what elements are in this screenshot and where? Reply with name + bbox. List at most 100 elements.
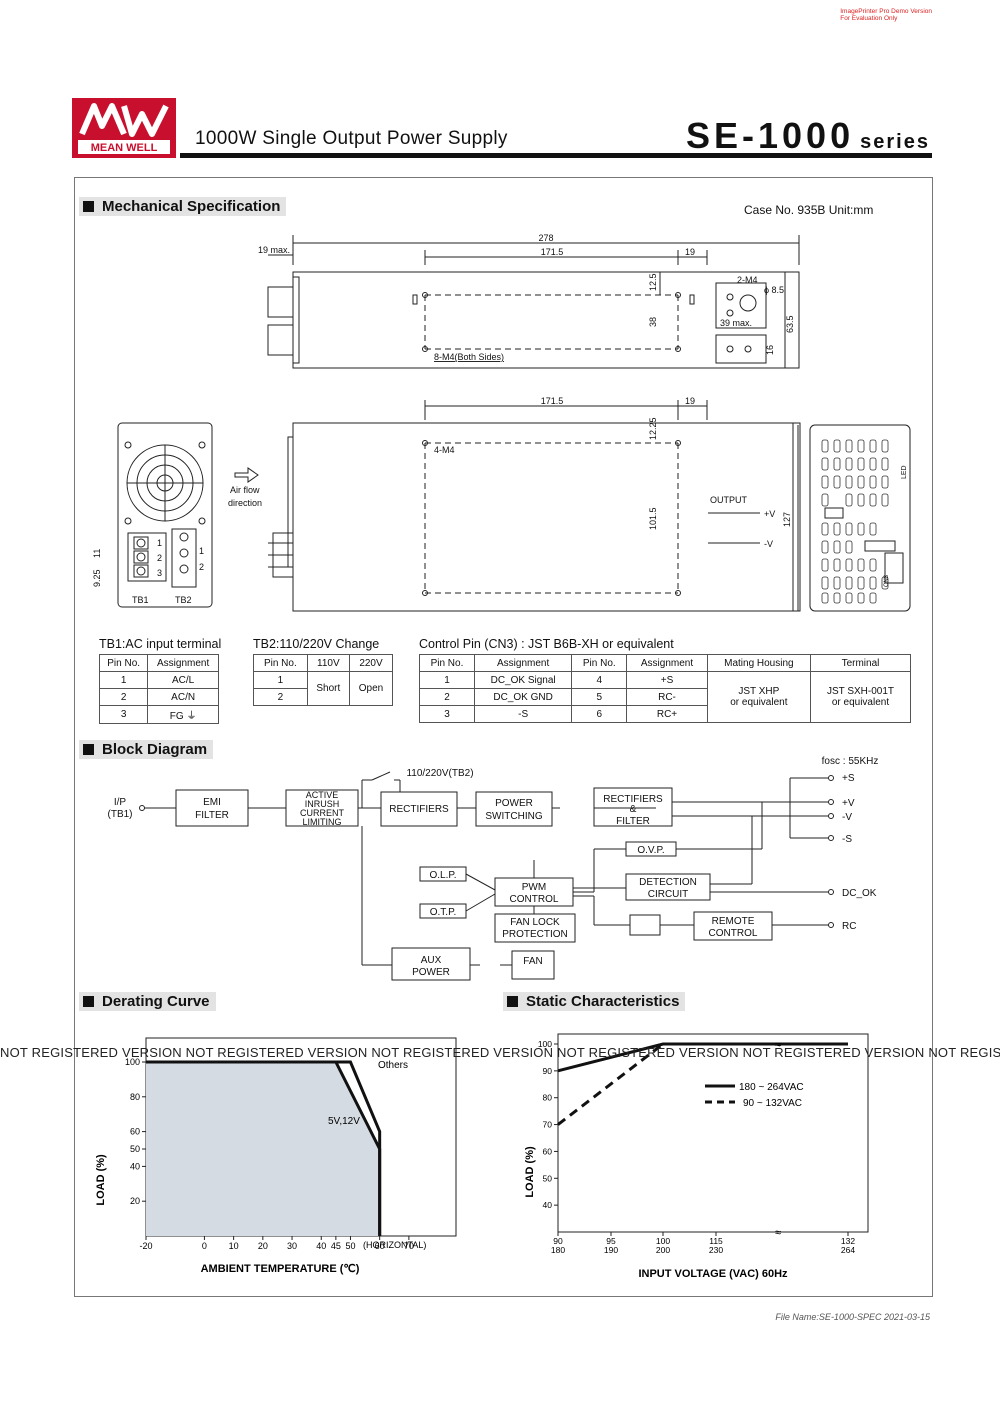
header-rule — [180, 153, 932, 158]
emi-label: EMI — [203, 797, 221, 808]
table-cell: 5 — [571, 688, 628, 706]
not-registered-watermark: NOT REGISTERED VERSION NOT REGISTERED VE… — [0, 1045, 1000, 1060]
tb1-header-assign: Assignment — [147, 654, 219, 672]
section-title: Derating Curve — [102, 993, 210, 1010]
fanlock-protection-label: PROTECTION — [502, 929, 568, 940]
housing-line2: or equivalent — [730, 697, 788, 708]
axis-break-top-icon: ≈ — [775, 1039, 781, 1051]
table-cell: 220V — [348, 654, 394, 672]
table-cell: 1 — [98, 671, 149, 689]
section-block-diagram: Block Diagram — [79, 740, 214, 759]
table-cell: AC/L — [147, 671, 219, 689]
rectf-label-3: FILTER — [616, 816, 650, 827]
tb2-pin2: 2 — [199, 562, 204, 572]
detection-label: DETECTION — [639, 877, 697, 888]
pwm-control-label: CONTROL — [510, 894, 559, 905]
x-tick-label: 40 — [316, 1241, 326, 1251]
x-axis-label: AMBIENT TEMPERATURE (℃) — [201, 1263, 360, 1275]
y-tick-label: 50 — [543, 1173, 553, 1183]
y-tick-label: 60 — [543, 1146, 553, 1156]
y-axis-label: LOAD (%) — [95, 1154, 107, 1206]
x-tick-label: 0 — [202, 1241, 207, 1251]
table-cell: DC_OK GND — [473, 688, 573, 706]
inrush-label-3: CURRENT — [300, 808, 345, 818]
x-tick-label: 45 — [331, 1241, 341, 1251]
tb1-caption: TB1:AC input terminal — [99, 637, 222, 651]
demo-watermark: ImagePrinter Pro Demo Version For Evalua… — [840, 8, 932, 22]
x-tick-label-bottom: 180 — [551, 1245, 565, 1255]
otp-label: O.T.P. — [430, 907, 457, 918]
mechanical-drawing: 278 19 max. 171.5 19 2-M4 ϕ 8.5 12.5 38 … — [92, 233, 911, 612]
housing-line1: JST XHP — [738, 686, 780, 697]
model-suffix: series — [860, 131, 930, 153]
table-cell: DC_OK Signal — [473, 671, 573, 689]
y-tick-label: 40 — [130, 1161, 140, 1171]
x-tick-label-top: 95 — [606, 1236, 616, 1246]
label-others: Others — [378, 1060, 408, 1071]
file-footer: File Name:SE-1000-SPEC 2021-03-15 — [775, 1312, 930, 1322]
label-5v-12v: 5V,12V — [328, 1116, 360, 1127]
table-row: Pin No.Assignment — [98, 654, 219, 672]
circuit-label: CIRCUIT — [648, 889, 689, 900]
aux-power-label: POWER — [412, 967, 450, 978]
plot-frame — [557, 1033, 869, 1233]
block-diagram: I/P (TB1) EMI FILTER ACTIVE INRUSH CURRE… — [108, 756, 879, 981]
dim-19max: 19 max. — [258, 245, 290, 255]
dim-19: 19 — [685, 247, 695, 257]
x-tick-label-top: 90 — [553, 1236, 563, 1246]
section-static: Static Characteristics — [503, 992, 686, 1011]
y-tick-label: 60 — [130, 1127, 140, 1137]
ip-tb1-label: (TB1) — [108, 809, 133, 820]
legend-label-lo: 90 ~ 132VAC — [743, 1098, 802, 1109]
terminal-line2: or equivalent — [831, 697, 890, 708]
table-cell: Pin No. — [253, 654, 308, 672]
out-rc: RC — [842, 921, 856, 932]
table-cell: Assignment — [626, 654, 708, 672]
remote-label: REMOTE — [712, 916, 755, 927]
derating-fill-area — [146, 1062, 380, 1236]
section-derating: Derating Curve — [79, 992, 216, 1011]
dim-12-25: 12.25 — [648, 417, 658, 440]
ip-label: I/P — [114, 797, 127, 808]
table-cell: 1 — [253, 671, 308, 689]
dim-101-5: 101.5 — [648, 507, 658, 530]
tb2-caption: TB2:110/220V Change — [253, 637, 380, 651]
tb2-pin1: 1 — [199, 546, 204, 556]
tb2-label: TB2 — [175, 595, 192, 605]
switch-label: 110/220V(TB2) — [406, 768, 473, 779]
fanlock-label: FAN LOCK — [510, 917, 560, 928]
dim-4m4: 4-M4 — [434, 445, 455, 455]
table-cell: +S — [626, 671, 708, 689]
table-cell: Pin No. — [571, 654, 628, 672]
table-row: 2 — [253, 688, 393, 706]
x-suffix: (HORIZONTAL) — [363, 1240, 426, 1250]
dim-38: 38 — [648, 317, 658, 327]
fosc-label: fosc : 55KHz — [822, 756, 879, 767]
dim-2m4: 2-M4 — [737, 275, 758, 285]
inrush-label-4: LIMITING — [302, 817, 341, 827]
dim-127: 127 — [782, 512, 792, 527]
y-tick-label: 80 — [543, 1093, 553, 1103]
inrush-label-1: ACTIVE — [306, 790, 339, 800]
dim-16: 16 — [765, 345, 775, 355]
terminal-line1: JST SXH-001T — [826, 686, 894, 697]
table-cell: RC+ — [626, 705, 708, 723]
y-tick-label: 20 — [130, 1196, 140, 1206]
airflow-direction-label: direction — [228, 498, 262, 508]
remote-control-label: CONTROL — [709, 928, 758, 939]
table-cell: 6 — [571, 705, 628, 723]
output-plus-v: +V — [764, 509, 775, 519]
x-tick-label: 50 — [345, 1241, 355, 1251]
x-tick-label: 60 — [375, 1241, 385, 1251]
airflow-label: Air flow — [230, 485, 260, 495]
x-tick-label-top: 115 — [709, 1236, 723, 1246]
cn3-label: CN3 — [884, 574, 890, 587]
